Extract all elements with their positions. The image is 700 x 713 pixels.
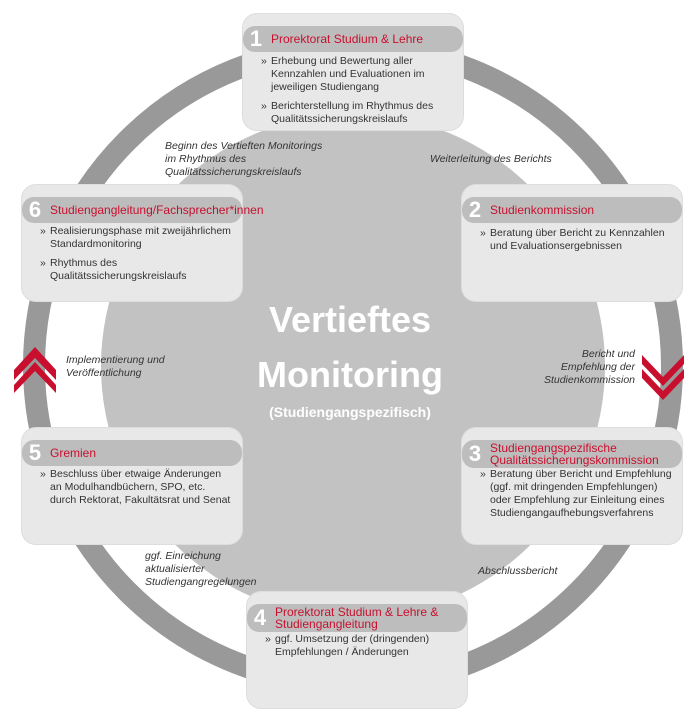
step-number: 6 (28, 197, 42, 222)
bullet: » (40, 257, 46, 269)
step-number: 4 (253, 605, 267, 630)
step-title: Gremien (50, 446, 97, 460)
transition-label-5: Implementierung und Veröffentlichung (66, 354, 165, 379)
step-item: Beratung über Bericht zu Kennzahlen und … (490, 227, 665, 252)
step-box-6: 6 Studiengangleitung/Fachsprecher*innen »… (22, 185, 264, 301)
step-item: Beratung über Bericht und Empfehlung (gg… (490, 468, 672, 519)
transition-label-3: Abschlussbericht (478, 565, 558, 577)
step-number: 3 (468, 441, 482, 466)
step-number: 2 (468, 197, 482, 222)
step-item: Erhebung und Bewertung aller Kennzahlen … (271, 55, 425, 93)
bullet: » (480, 227, 486, 239)
step-box-5: 5 Gremien » Beschluss über etwaige Änderun… (22, 428, 242, 544)
step-box-4: 4 Prorektorat Studium & Lehre & Studienga… (247, 592, 467, 708)
center-subtitle: (Studiengangspezifisch) (269, 404, 431, 420)
step-item: Realisierungsphase mit zweijährlichem St… (50, 225, 231, 250)
bullet: » (40, 225, 46, 237)
step-title: Studienkommission (490, 203, 595, 217)
step-item: Rhythmus des Qualitätssicherungskreislau… (50, 257, 187, 282)
step-number: 5 (28, 440, 42, 465)
bullet: » (261, 100, 267, 112)
step-box-1: 1 Prorektorat Studium & Lehre » Erhebung u… (243, 14, 463, 130)
step-item: Berichterstellung im Rhythmus des Qualit… (271, 100, 434, 125)
transition-label-4: ggf. Einreichung aktualisierter Studieng… (145, 550, 257, 588)
bullet: » (265, 633, 271, 645)
transition-label-6: Beginn des Vertieften Monitorings im Rhy… (165, 140, 323, 178)
step-item: ggf. Umsetzung der (dringenden) Empfehlu… (275, 633, 430, 658)
center-title-line2: Monitoring (257, 354, 443, 395)
step-title: Studiengangspezifische Qualitätssicherun… (490, 441, 659, 467)
chevron-down-icon (642, 355, 684, 400)
step-title: Studiengangleitung/Fachsprecher*innen (50, 203, 264, 217)
step-title: Prorektorat Studium & Lehre (271, 32, 424, 46)
center-title-line1: Vertieftes (268, 299, 432, 340)
step-number: 1 (249, 26, 263, 51)
transition-label-2: Bericht und Empfehlung der Studienkommis… (543, 348, 635, 386)
bullet: » (40, 468, 46, 480)
bullet: » (480, 468, 486, 480)
chevron-up-icon (14, 347, 56, 393)
step-title: Prorektorat Studium & Lehre & Studiengan… (275, 605, 439, 631)
transition-label-1: Weiterleitung des Berichts (430, 153, 552, 165)
bullet: » (261, 55, 267, 67)
step-item: Beschluss über etwaige Änderungen an Mod… (50, 468, 231, 506)
step-box-2: 2 Studienkommission » Beratung über Berich… (462, 185, 682, 301)
step-box-3: 3 Studiengangspezifische Qualitätssicheru… (462, 428, 682, 544)
